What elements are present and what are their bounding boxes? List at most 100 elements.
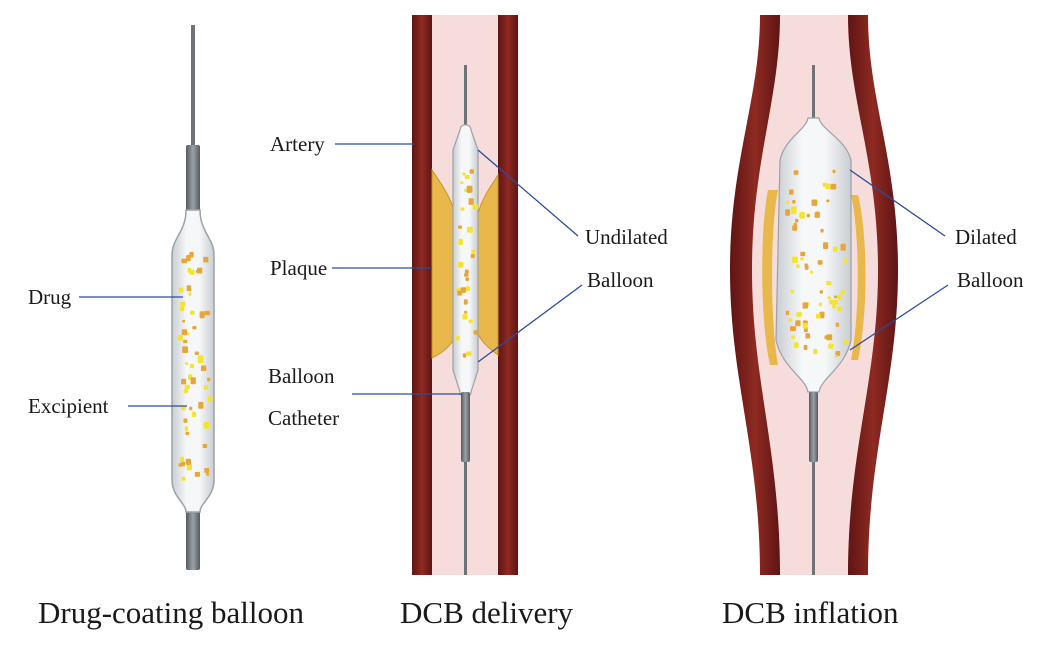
excipient-particle <box>190 377 196 385</box>
compressed-plaque-left <box>762 190 778 365</box>
panel-dcb-delivery: Artery Plaque Balloon Catheter Undilated… <box>268 15 668 630</box>
balloon-body <box>171 209 215 513</box>
excipient-particle <box>820 228 824 233</box>
excipient-label: Excipient <box>28 394 109 418</box>
drug-particle <box>829 299 835 305</box>
drug-particle <box>796 312 802 317</box>
drug-particle <box>837 306 842 312</box>
drug-particle <box>190 310 195 315</box>
balloon-leader-line <box>477 284 583 363</box>
drug-particle <box>181 476 186 481</box>
excipient-particle <box>835 322 840 327</box>
excipient-particle <box>811 199 818 206</box>
drug-label: Drug <box>28 285 72 309</box>
excipient-particle <box>819 290 823 294</box>
drug-particle <box>467 226 473 233</box>
drug-particle <box>788 318 793 322</box>
catheter-shaft <box>809 392 818 462</box>
drug-particle <box>800 257 804 261</box>
excipient-particle <box>806 213 810 218</box>
excipient-particle <box>805 333 811 339</box>
drug-particle <box>468 319 473 324</box>
excipient-particle <box>469 169 474 174</box>
excipient-particle <box>468 198 474 205</box>
excipient-particle <box>203 256 209 263</box>
excipient-particle <box>464 273 469 277</box>
drug-particle <box>471 249 476 254</box>
panel-drug-coating-balloon: Drug Excipient Drug-coating balloon <box>28 25 305 630</box>
excipient-particle <box>204 468 210 473</box>
drug-particles <box>456 169 479 358</box>
drug-particle <box>207 396 213 403</box>
drug-particle <box>180 405 186 411</box>
drug-particle <box>815 313 821 319</box>
artery-wall-right-dilated <box>848 15 898 575</box>
drug-particle <box>197 355 204 364</box>
excipient-particle <box>189 406 193 411</box>
excipient-particle <box>186 255 191 262</box>
excipient-particle <box>470 253 475 259</box>
excipient-particle <box>804 265 809 270</box>
excipient-particle <box>185 458 191 465</box>
dilated-label: Dilated <box>955 225 1017 249</box>
excipient-particle <box>793 222 797 227</box>
drug-particles <box>785 169 849 358</box>
excipient-particle <box>819 311 825 319</box>
drug-particle <box>184 362 189 365</box>
excipient-particle <box>206 473 210 476</box>
excipient-particle <box>473 330 478 335</box>
drug-particle <box>826 281 832 286</box>
drug-particle <box>203 385 209 390</box>
excipient-particle <box>795 218 799 223</box>
artery-wall-left <box>412 15 432 575</box>
undilated-label: Undilated <box>585 225 668 249</box>
drug-particle <box>189 269 195 275</box>
balloon-undilated <box>452 124 479 398</box>
drug-particle <box>802 322 808 329</box>
drug-particle <box>458 238 463 245</box>
excipient-particle <box>814 211 820 218</box>
drug-particle <box>464 175 470 179</box>
excipient-particle <box>207 377 211 382</box>
excipient-particle <box>795 320 801 327</box>
drug-particle <box>791 335 795 339</box>
excipient-particle <box>181 378 187 385</box>
drug-particle <box>191 411 197 417</box>
drug-particle <box>793 342 799 348</box>
excipient-particle <box>834 295 838 299</box>
excipient-particle <box>198 401 204 409</box>
drug-particle <box>472 204 479 210</box>
excipient-particle <box>196 269 199 273</box>
excipient-particle <box>192 326 197 330</box>
excipient-particle <box>204 310 211 316</box>
drug-particle <box>190 364 194 369</box>
panel-caption-drug-coating-balloon: Drug-coating balloon <box>38 595 305 630</box>
drug-particle <box>177 334 183 341</box>
drug-particle <box>799 213 804 218</box>
drug-particle <box>791 256 798 263</box>
drug-particle <box>460 207 465 211</box>
drug-particle <box>818 302 822 307</box>
drug-particle <box>179 456 185 462</box>
drug-particle <box>828 343 834 349</box>
drug-particle <box>840 289 845 295</box>
excipient-particle <box>803 344 808 350</box>
excipient-particle <box>832 169 836 174</box>
excipient-particle <box>181 258 187 264</box>
excipient-particle <box>194 471 200 477</box>
drug-particle <box>203 421 210 429</box>
balloon-label: Balloon <box>957 268 1024 292</box>
dilated-leader-line <box>849 169 946 237</box>
drug-particle <box>796 264 800 269</box>
excipient-particle <box>201 365 207 372</box>
excipient-particle <box>462 353 467 358</box>
drug-particle <box>790 289 794 294</box>
excipient-particle <box>785 209 790 216</box>
drug-particles <box>177 251 213 481</box>
excipient-particle <box>194 351 199 355</box>
artery-label: Artery <box>270 132 325 156</box>
excipient-particle <box>817 260 823 265</box>
excipient-particle <box>785 310 790 316</box>
